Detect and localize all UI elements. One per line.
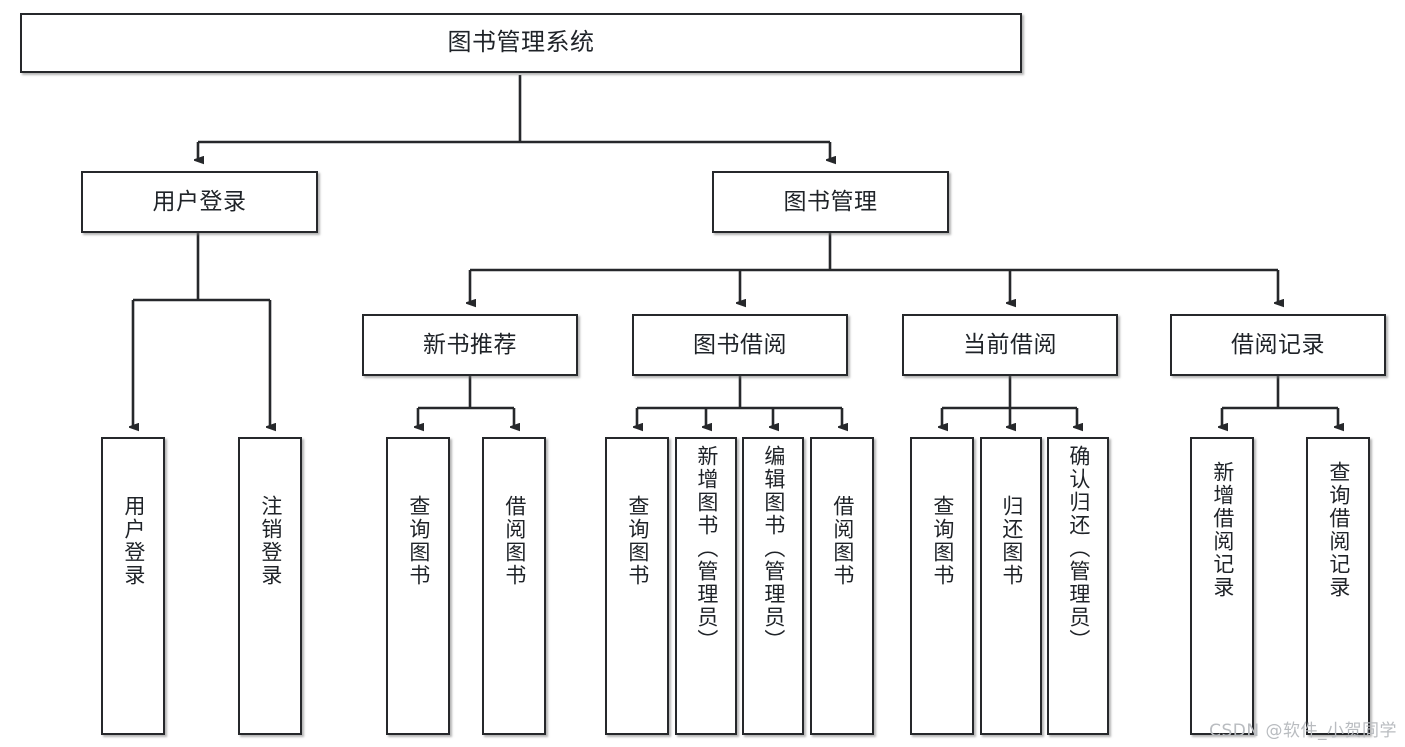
leaf-current-borrow-return[interactable]: 归还图书 [980, 437, 1042, 735]
leaf-user-login-signout[interactable]: 注销登录 [238, 437, 302, 735]
node-borrow-record[interactable]: 借阅记录 [1170, 314, 1386, 376]
node-user-login[interactable]: 用户登录 [81, 171, 318, 233]
leaf-current-borrow-query[interactable]: 查询图书 [910, 437, 974, 735]
node-label: 新增借阅记录 [1210, 461, 1235, 599]
leaf-current-borrow-confirm[interactable]: 确认归还（管理员） [1047, 437, 1109, 735]
node-label: 图书管理系统 [447, 28, 595, 57]
node-new-book-recommend[interactable]: 新书推荐 [362, 314, 578, 376]
leaf-user-login-signin[interactable]: 用户登录 [101, 437, 165, 735]
node-current-borrow[interactable]: 当前借阅 [902, 314, 1118, 376]
node-book-management[interactable]: 图书管理 [712, 171, 949, 233]
node-label: 查询图书 [406, 495, 431, 587]
node-root-system[interactable]: 图书管理系统 [20, 13, 1022, 73]
leaf-book-borrow-add[interactable]: 新增图书（管理员） [675, 437, 737, 735]
node-label: 用户登录 [152, 188, 247, 215]
node-label: 图书借阅 [693, 331, 787, 358]
leaf-book-borrow-lend[interactable]: 借阅图书 [810, 437, 874, 735]
node-label: 当前借阅 [963, 331, 1057, 358]
leaf-new-book-borrow[interactable]: 借阅图书 [482, 437, 546, 735]
leaf-book-borrow-edit[interactable]: 编辑图书（管理员） [742, 437, 804, 735]
node-label: 查询图书 [625, 495, 650, 587]
node-label: 新增图书（管理员） [694, 445, 719, 652]
node-label: 注销登录 [258, 495, 283, 587]
node-label: 归还图书 [999, 495, 1024, 587]
node-label: 查询图书 [930, 495, 955, 587]
node-label: 借阅图书 [502, 495, 527, 587]
node-label: 编辑图书（管理员） [761, 445, 786, 652]
node-label: 图书管理 [783, 188, 878, 215]
csdn-watermark: CSDN @软件_小贺同学 [1209, 721, 1397, 741]
leaf-borrow-record-add[interactable]: 新增借阅记录 [1190, 437, 1254, 735]
node-label: 确认归还（管理员） [1066, 445, 1091, 652]
node-label: 借阅图书 [830, 495, 855, 587]
leaf-new-book-query[interactable]: 查询图书 [386, 437, 450, 735]
node-book-borrow[interactable]: 图书借阅 [632, 314, 848, 376]
node-label: 借阅记录 [1231, 331, 1325, 358]
leaf-borrow-record-query[interactable]: 查询借阅记录 [1306, 437, 1370, 735]
node-label: 查询借阅记录 [1326, 461, 1351, 599]
node-label: 新书推荐 [423, 331, 517, 358]
leaf-book-borrow-query[interactable]: 查询图书 [605, 437, 669, 735]
node-label: 用户登录 [121, 495, 146, 587]
